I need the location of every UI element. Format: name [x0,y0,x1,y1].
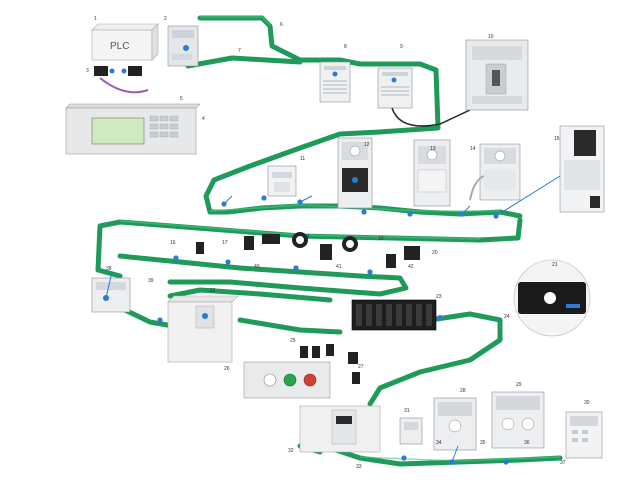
callout-21: 21 [552,262,558,268]
aux-contact-5 [386,254,396,268]
enclosure-bottom [299,405,381,453]
starter-grey-cable [469,175,485,201]
callout-13: 13 [430,146,436,152]
callout-25: 25 [290,338,296,344]
red-button [303,373,317,387]
plc-label: PLC [110,41,129,52]
hmi-panel [65,103,201,155]
motor-starter-bottom-2 [491,391,545,449]
sensor-right [121,66,142,76]
callout-5: 5 [180,96,183,102]
aux-contact-4 [320,244,332,260]
callout-15: 15 [554,136,560,142]
callout-labels: 1 2 3 4 5 6 7 8 9 10 11 12 13 14 15 16 1… [86,16,590,470]
callout-31: 31 [404,408,410,414]
callout-23: 23 [436,294,442,300]
white-button [263,373,277,387]
motor-starter-bottom-1 [433,397,477,451]
callout-4: 4 [202,116,205,122]
pushbutton-panel [243,361,331,399]
callout-6: 6 [280,22,283,28]
cable-box [167,287,333,303]
cable-bottom [327,445,563,467]
aux-contact-6 [404,246,420,260]
callout-9: 9 [400,44,403,50]
module-link-cable [391,107,471,127]
callout-37: 37 [560,460,566,466]
circuit-breaker-top [465,39,529,111]
plc-box: PLC [91,23,159,61]
cable-highlight-bottom [359,456,561,462]
aux-contact-1 [196,242,204,254]
callout-16: 16 [170,240,176,246]
callout-32: 32 [288,448,294,454]
callout-22: 22 [210,288,216,294]
accessory-row [196,232,420,268]
callout-40: 40 [254,264,260,270]
gateway-module-lower [91,277,131,313]
cable-gateway-down [185,55,303,69]
cable-terminal [237,317,343,335]
callout-24: 24 [504,314,510,320]
cable-lower-band [117,253,409,297]
green-button [283,373,297,387]
io-module-1 [319,61,351,103]
soft-starter [559,125,605,213]
callout-20: 20 [432,250,438,256]
callout-34: 34 [436,440,442,446]
callout-27: 27 [358,364,364,370]
callout-29: 29 [516,382,522,388]
cable-mid-band [95,217,523,279]
callout-2: 2 [164,16,167,22]
detail-inset [513,259,591,337]
drive-module-bottom [565,411,603,459]
callout-7: 7 [238,48,241,54]
callout-36: 36 [524,440,530,446]
callout-19: 19 [378,236,384,242]
callout-1: 1 [94,16,97,22]
io-terminal-block [351,299,443,331]
io-module-2 [377,67,413,109]
contactor-small [267,165,297,197]
callout-42: 42 [408,264,414,270]
gateway-module [167,25,199,67]
device-housing [167,295,239,363]
callout-18: 18 [304,234,310,240]
callout-8: 8 [344,44,347,50]
signal-cable [99,77,149,94]
callout-28: 28 [460,388,466,394]
motor-starter-2 [413,139,451,207]
aux-contact-3 [262,234,280,244]
callout-30: 30 [584,400,590,406]
cable-highlight-top [200,16,271,26]
small-starter-bottom [399,417,423,445]
callout-35: 35 [480,440,486,446]
callout-12: 12 [364,142,370,148]
callout-39: 39 [148,278,154,284]
cable-right-lower [367,311,503,407]
callout-14: 14 [470,146,476,152]
aux-contact-2 [244,236,254,250]
callout-3: 3 [86,68,89,74]
callout-17: 17 [222,240,228,246]
callout-11: 11 [300,156,305,162]
callout-10: 10 [488,34,494,40]
callout-33: 33 [356,464,362,470]
small-module-row [300,344,360,384]
sensor-left [94,66,115,76]
motor-starter-3 [479,143,521,201]
callout-38: 38 [106,266,112,272]
callout-26: 26 [224,366,230,372]
callout-41: 41 [336,264,342,270]
motor-starter-1 [337,137,373,209]
link-lines [105,175,561,463]
